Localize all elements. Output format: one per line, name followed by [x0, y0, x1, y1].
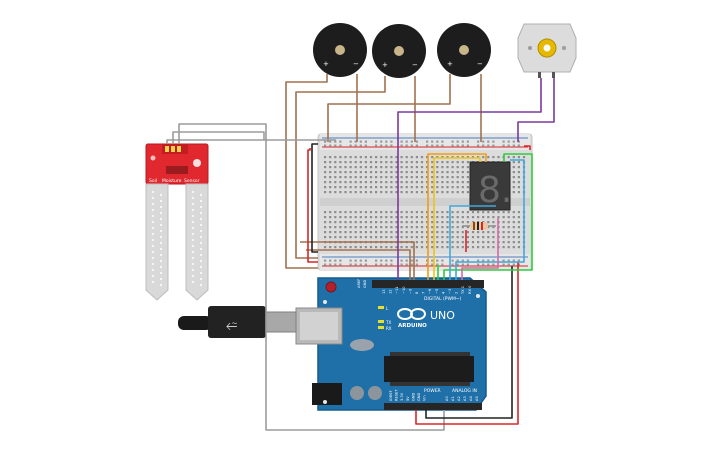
buzzer-1-plus: + [323, 60, 329, 68]
gnd-label: GND [363, 280, 367, 288]
reset-button[interactable] [325, 281, 337, 293]
rx-label: RX [386, 326, 392, 331]
aref-label: AREF [357, 279, 361, 288]
digital-header[interactable] [372, 280, 484, 288]
pin-label: 3.3V [400, 392, 404, 401]
sensor-label-sensor: Sensor [184, 178, 200, 184]
wire-black-rail [311, 143, 318, 253]
buzzer-2[interactable]: + − [372, 24, 426, 78]
wire-seg-pink [461, 218, 499, 280]
wire-sensor-vcc [166, 139, 336, 144]
pin-label: A4 [469, 396, 473, 401]
pin-label: 2 [455, 292, 459, 294]
wire-buzzer-signal [300, 241, 415, 280]
sensor-label-moisture: Moisture [162, 178, 182, 184]
wire-buzzer-signal-2 [306, 249, 411, 280]
pin-label: ~10 [402, 286, 406, 294]
pin-label: 4 [441, 291, 445, 294]
pin-label: A0 [445, 396, 449, 401]
pin-label: 5V [406, 396, 410, 401]
pin-label: IOREF [389, 390, 393, 401]
sensor-prong-right [185, 183, 209, 301]
arduino-logo [397, 308, 426, 320]
pin-label: A2 [457, 396, 461, 401]
wire-seg-yellow [433, 157, 481, 280]
pin-label: ~11 [395, 286, 399, 294]
seven-segment-display[interactable]: 8. [469, 161, 512, 211]
power-label: POWER [424, 388, 441, 394]
pin-label: ~9 [408, 288, 412, 294]
wire-5v [415, 262, 519, 425]
buzzer-2-minus: − [412, 61, 418, 69]
wire-gnd [425, 266, 513, 419]
resistor[interactable] [462, 222, 496, 230]
wires [166, 74, 555, 431]
wire-sensor-gnd [172, 131, 265, 144]
pin-label: 7 [422, 292, 426, 294]
power-jack[interactable] [312, 383, 342, 405]
usb-icon: ⭉ [226, 318, 237, 334]
arduino-uno-board[interactable]: ARDUINO UNO DIGITAL (PWM~) POWER ANALOG … [295, 277, 487, 411]
seven-segment-digit: 8. [478, 170, 512, 211]
arduino-brand-text: ARDUINO [398, 323, 427, 329]
pin-label: RESET [395, 389, 399, 401]
analog-label: ANALOG IN [452, 388, 477, 394]
pin-label: GND [411, 393, 415, 401]
wire-red-bb [524, 145, 531, 150]
wire-motor-a [397, 78, 542, 280]
buzzer-2-plus: + [382, 61, 388, 69]
pin-label: 12 [389, 289, 393, 294]
buzzer-1-minus: − [353, 60, 359, 68]
pin-label: ~5 [435, 289, 439, 294]
wire-buzzer1-plus [285, 74, 328, 269]
pin-label: ~6 [428, 288, 432, 294]
soil-moisture-sensor[interactable]: Soil Moisture Sensor [145, 143, 209, 301]
wire-motor-b [517, 78, 555, 142]
sensor-prong-left [145, 183, 169, 301]
power-analog-header[interactable] [384, 403, 482, 410]
tx-label: TX [385, 320, 391, 325]
pin-label: GND [417, 393, 421, 401]
wire-seg-green [443, 153, 533, 280]
pin-label: TX 1 [461, 286, 465, 295]
buzzer-3-minus: − [477, 60, 483, 68]
dc-motor[interactable] [517, 23, 577, 78]
pin-label: A3 [463, 396, 467, 401]
wire-sensor-signal [178, 123, 445, 431]
wire-red-rail [307, 148, 318, 263]
usb-cable[interactable]: ⭉ [178, 306, 297, 338]
pin-label: 8 [415, 291, 419, 294]
wire-buzzer3-plus [327, 74, 451, 142]
buzzer-3[interactable]: + − [437, 23, 491, 77]
pin-label: 13 [382, 289, 386, 294]
pin-label: Vin [423, 395, 427, 401]
pin-label: A5 [475, 396, 479, 401]
pin-label: A1 [451, 396, 455, 401]
l-led-label: L [386, 306, 389, 311]
buzzer-1[interactable]: + − [313, 23, 367, 77]
wire-buzzer2-plus [295, 76, 386, 259]
wire-seg-green-2 [437, 265, 440, 280]
buzzer-3-plus: + [447, 60, 453, 68]
arduino-model-text: UNO [430, 309, 455, 322]
digital-pins-label: DIGITAL (PWM~) [424, 296, 462, 302]
sensor-label-soil: Soil [149, 178, 157, 184]
wire-seg-teal [455, 159, 525, 280]
pin-label: RX 0 [468, 285, 472, 294]
pin-label: ~3 [448, 289, 452, 294]
wire-seg-blue [449, 205, 496, 280]
wire-seg-orange [427, 153, 487, 280]
microcontroller-chip [384, 356, 474, 382]
